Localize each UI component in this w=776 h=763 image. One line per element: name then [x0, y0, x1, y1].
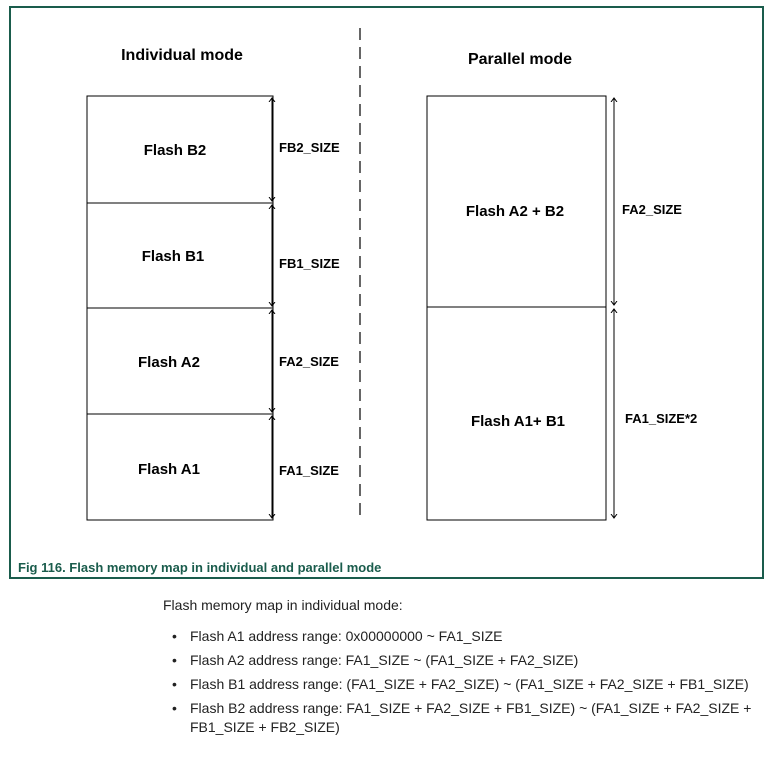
label-flash-a2-b2: Flash A2 + B2	[466, 203, 564, 220]
block-flash-b1	[86, 202, 274, 309]
block-flash-a2	[86, 307, 274, 415]
list-item: • Flash B1 address range: (FA1_SIZE + FA2…	[163, 675, 763, 694]
bullet-icon: •	[172, 700, 177, 716]
size-fb2: FB2_SIZE	[279, 140, 340, 155]
size-parallel-fa2: FA2_SIZE	[622, 202, 682, 217]
size-fb1: FB1_SIZE	[279, 256, 340, 271]
individual-mode-title: Individual mode	[121, 47, 243, 64]
list-item-text: Flash A2 address range: FA1_SIZE ~ (FA1_…	[190, 652, 579, 668]
label-flash-a1-b1: Flash A1+ B1	[471, 413, 565, 430]
block-flash-b2	[86, 95, 274, 204]
address-range-list: • Flash A1 address range: 0x00000000 ~ FA…	[163, 627, 763, 737]
bullet-icon: •	[172, 676, 177, 692]
block-flash-a1-b1	[426, 306, 607, 521]
size-parallel-fa1: FA1_SIZE*2	[625, 411, 697, 426]
label-flash-b1: Flash B1	[142, 248, 205, 265]
list-item: • Flash A2 address range: FA1_SIZE ~ (FA1…	[163, 651, 763, 670]
list-item: • Flash A1 address range: 0x00000000 ~ FA…	[163, 627, 763, 646]
label-flash-b2: Flash B2	[144, 142, 207, 159]
list-item-text: Flash B2 address range: FA1_SIZE + FA2_S…	[190, 700, 752, 735]
size-fa1: FA1_SIZE	[279, 463, 339, 478]
list-item: • Flash B2 address range: FA1_SIZE + FA2_…	[163, 699, 763, 737]
parallel-mode-title: Parallel mode	[468, 51, 572, 68]
bullet-icon: •	[172, 652, 177, 668]
label-flash-a1: Flash A1	[138, 461, 200, 478]
bullet-icon: •	[172, 628, 177, 644]
memory-map-diagram: Individual mode Parallel mode Flash B2 F…	[86, 28, 697, 521]
size-fa2: FA2_SIZE	[279, 354, 339, 369]
figure-frame	[9, 6, 764, 579]
block-flash-a2-b2	[426, 95, 607, 308]
label-flash-a2: Flash A2	[138, 354, 200, 371]
block-flash-a1	[86, 413, 274, 521]
description-intro: Flash memory map in individual mode:	[163, 597, 403, 613]
figure-caption: Fig 116. Flash memory map in individual …	[18, 560, 382, 575]
description-section: Flash memory map in individual mode: • Fl…	[163, 597, 763, 742]
list-item-text: Flash A1 address range: 0x00000000 ~ FA1…	[190, 628, 503, 644]
list-item-text: Flash B1 address range: (FA1_SIZE + FA2_…	[190, 676, 749, 692]
